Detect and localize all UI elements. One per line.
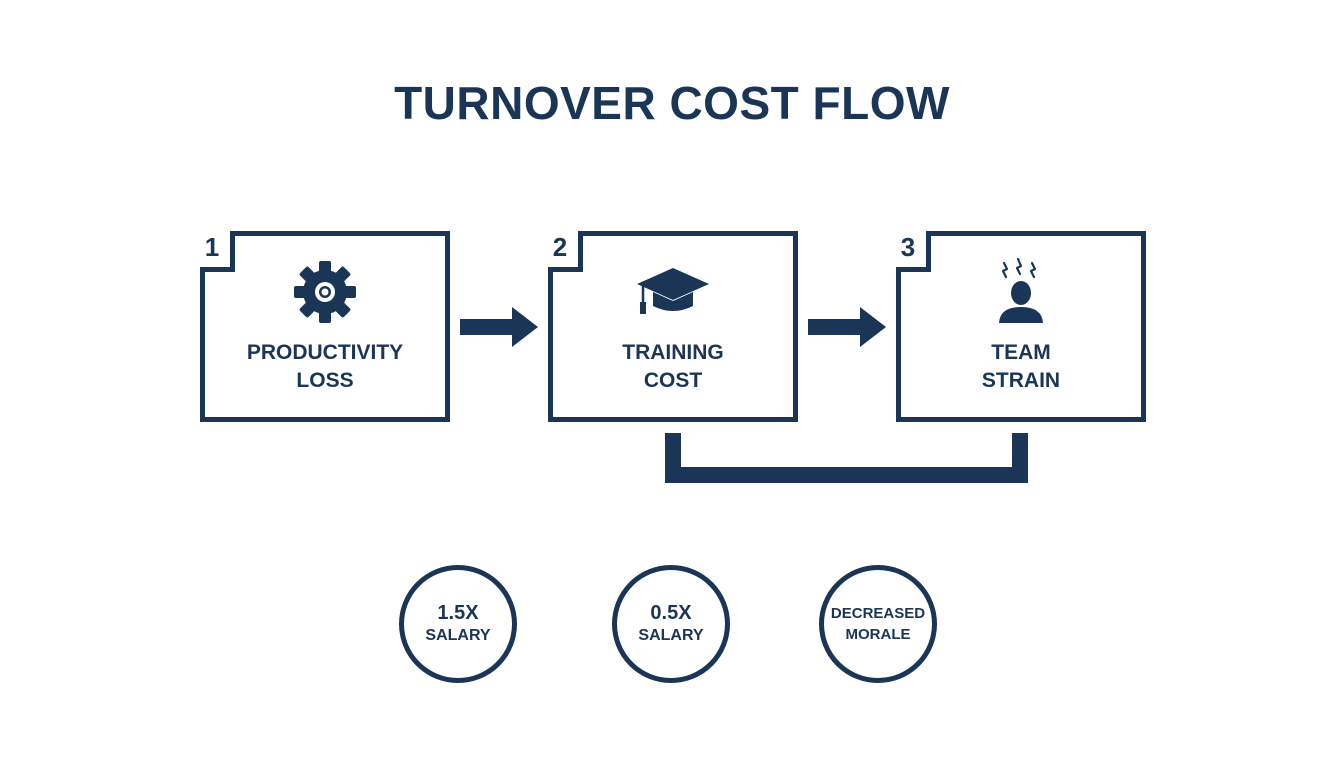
step-number: 1: [204, 232, 220, 262]
graduation-cap-icon: [553, 256, 793, 328]
stressed-person-icon: [901, 256, 1141, 328]
step-box-productivity-loss: 1 PRODUCTIVITY: [200, 231, 450, 422]
metric-unit: SALARY: [638, 627, 704, 644]
step-label-line: PRODUCTIVITY: [246, 341, 404, 364]
step-label-line: STRAIN: [981, 369, 1061, 392]
step-label-line: TRAINING: [622, 341, 724, 364]
metric-value: 0.5X: [650, 602, 692, 624]
metric-unit: SALARY: [425, 627, 491, 644]
metric-circle: 1.5X SALARY: [399, 565, 517, 683]
step-number: 3: [900, 232, 916, 262]
step-number-tab: 2: [548, 231, 583, 272]
gear-icon: [205, 256, 445, 328]
step-number: 2: [552, 232, 568, 262]
step-label-line: COST: [643, 369, 703, 392]
metric-circle: DECREASED MORALE: [819, 565, 937, 683]
metric-circle: 0.5X SALARY: [612, 565, 730, 683]
metric-value: DECREASED: [830, 605, 926, 622]
step-box-team-strain: 3 TEAM STRAIN: [896, 231, 1146, 422]
metric-value: 1.5X: [437, 602, 479, 624]
step-label-line: LOSS: [296, 369, 354, 392]
bracket-connector: [665, 433, 1028, 483]
step-number-tab: 3: [896, 231, 931, 272]
step-number-tab: 1: [200, 231, 235, 272]
metric-unit: MORALE: [845, 626, 911, 643]
step-label: PRODUCTIVITY LOSS: [205, 339, 445, 395]
diagram-title: TURNOVER COST FLOW: [394, 77, 950, 129]
step-label-line: TEAM: [991, 341, 1051, 364]
step-label: TEAM STRAIN: [901, 339, 1141, 395]
right-arrow-icon: [460, 307, 538, 347]
step-label: TRAINING COST: [553, 339, 793, 395]
step-box-training-cost: 2 TRAINING COST: [548, 231, 798, 422]
right-arrow-icon: [808, 307, 886, 347]
